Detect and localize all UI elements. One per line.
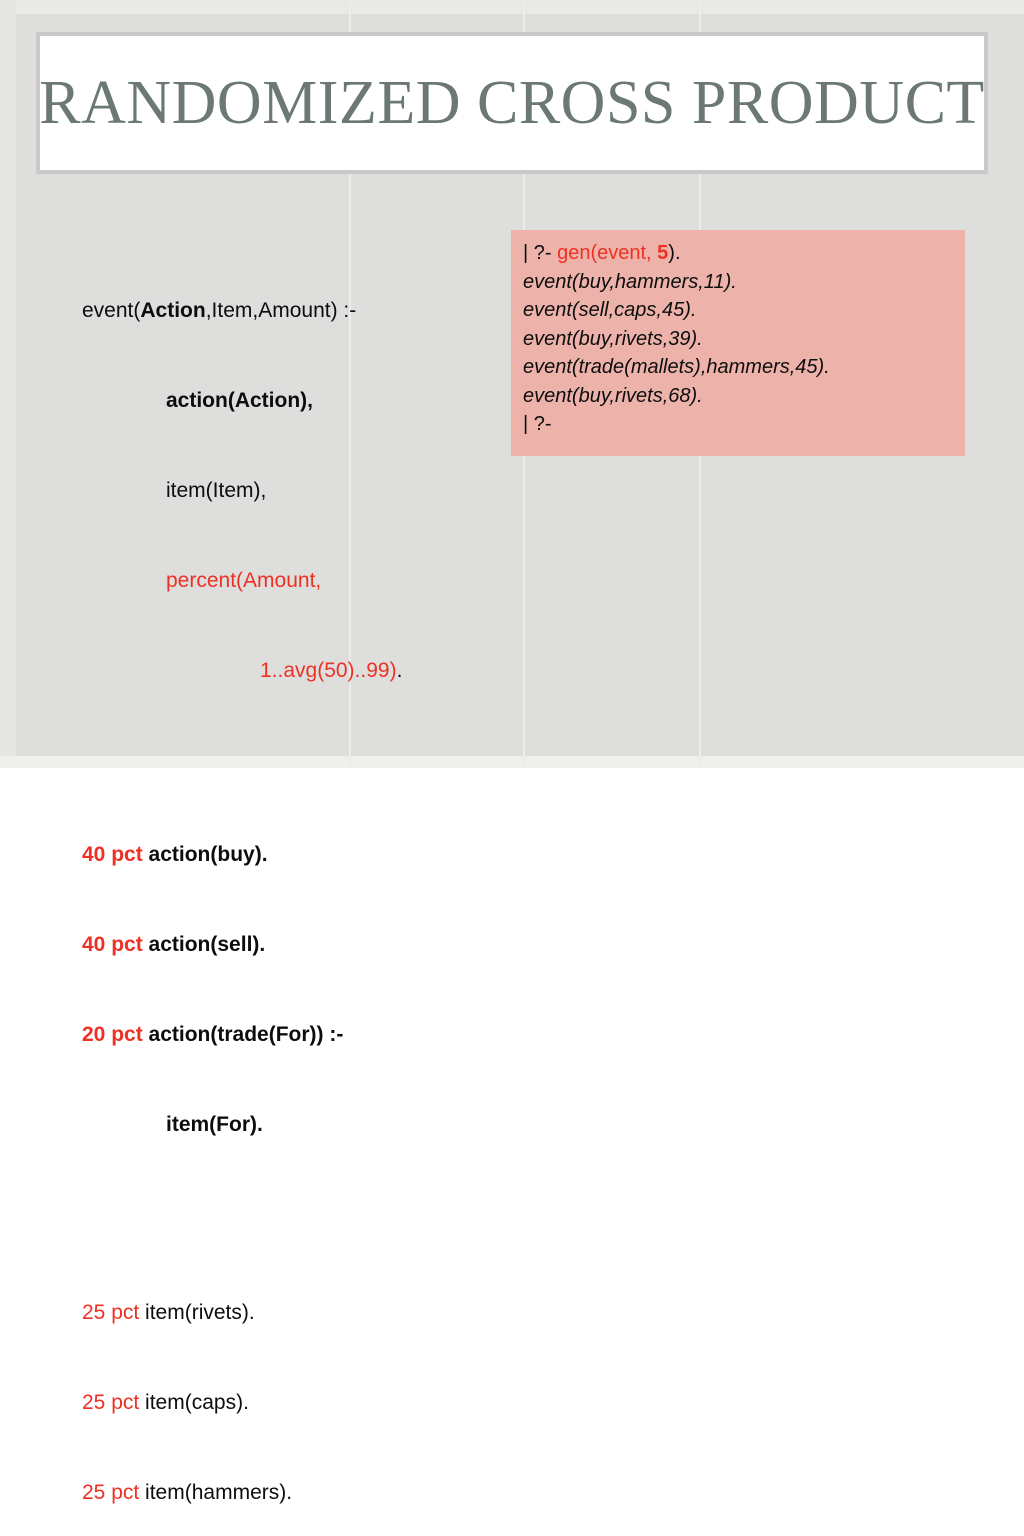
code-line: percent(Amount,	[82, 566, 512, 596]
code-token-red-bold: 40 pct	[82, 843, 143, 866]
code-token-red: 1..avg(50)..99)	[260, 659, 397, 682]
code-line: 25 pct item(hammers).	[82, 1478, 512, 1508]
console-goal-suffix: ).	[668, 242, 681, 264]
code-line: event(Action,Item,Amount) :-	[82, 296, 512, 326]
code-token: item(For).	[166, 1113, 263, 1136]
code-token: action(trade(For)) :-	[142, 1023, 344, 1046]
code-token-red-bold: 40 pct	[82, 933, 143, 956]
slide-canvas: RANDOMIZED CROSS PRODUCT event(Action,It…	[0, 0, 1024, 1504]
code-token-red: 25 pct	[82, 1391, 140, 1414]
code-token-red: 25 pct	[82, 1301, 140, 1324]
console-result-line: event(buy,rivets,39).	[523, 327, 703, 350]
code-block-event-rule: event(Action,Item,Amount) :- action(Acti…	[82, 236, 512, 746]
console-trailing-prompt: | ?-	[523, 413, 552, 435]
code-token: ,Item,Amount) :-	[205, 299, 357, 322]
page-title: RANDOMIZED CROSS PRODUCT	[39, 69, 985, 137]
code-token: item(caps).	[139, 1391, 249, 1414]
console-result-line: event(buy,hammers,11).	[523, 270, 737, 293]
code-block-item-facts: 25 pct item(rivets). 25 pct item(caps). …	[82, 1238, 512, 1536]
code-token: item(hammers).	[139, 1481, 293, 1504]
code-line: item(For).	[82, 1110, 512, 1140]
code-line: 25 pct item(rivets).	[82, 1298, 512, 1328]
code-line: 40 pct action(sell).	[82, 930, 512, 960]
code-token: event(	[82, 299, 141, 322]
code-line: 25 pct item(caps).	[82, 1388, 512, 1418]
code-token: action(buy).	[142, 843, 268, 866]
console-goal-call: gen(event,	[557, 242, 658, 264]
slide-top-edge	[0, 0, 1024, 14]
code-token: item(rivets).	[139, 1301, 255, 1324]
console-result-line: event(trade(mallets),hammers,45).	[523, 356, 830, 378]
console-prompt-line: | ?- gen(event, 5).	[523, 239, 955, 268]
code-token-red: percent(Amount,	[166, 569, 322, 592]
code-token: .	[396, 659, 403, 682]
code-line: item(Item),	[82, 476, 512, 506]
slide-bottom-edge	[0, 756, 1024, 768]
console-goal-argument: 5	[657, 242, 669, 264]
code-block-action-facts: 40 pct action(buy). 40 pct action(sell).…	[82, 780, 512, 1200]
code-token: action(sell).	[142, 933, 266, 956]
console-result-line: event(buy,rivets,68).	[523, 384, 703, 407]
code-token-bold: action(Action),	[166, 389, 313, 412]
console-prompt-prefix: | ?-	[523, 242, 558, 264]
code-token-red: 25 pct	[82, 1481, 140, 1504]
code-line: 40 pct action(buy).	[82, 840, 512, 870]
source-code-column: event(Action,Item,Amount) :- action(Acti…	[82, 236, 512, 1536]
code-line: 1..avg(50)..99).	[82, 656, 512, 686]
console-output-panel: | ?- gen(event, 5). event(buy,hammers,11…	[511, 230, 965, 456]
code-token: item(Item),	[166, 479, 267, 502]
code-token-bold: Action	[140, 299, 206, 322]
slide-left-edge	[0, 0, 16, 768]
code-line: action(Action),	[82, 386, 512, 416]
code-token-red-bold: 20 pct	[82, 1023, 143, 1046]
console-result-line: event(sell,caps,45).	[523, 299, 697, 321]
code-line: 20 pct action(trade(For)) :-	[82, 1020, 512, 1050]
title-box: RANDOMIZED CROSS PRODUCT	[36, 32, 988, 174]
